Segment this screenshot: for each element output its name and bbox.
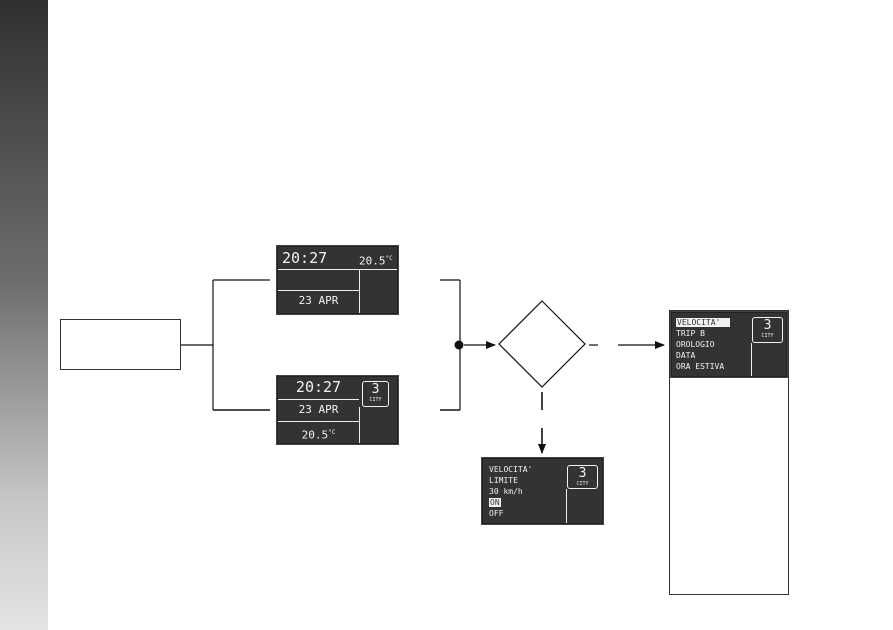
speed-limit-divider-vertical: [566, 489, 567, 523]
menu-item-data: DATA: [676, 351, 696, 360]
display-a-date: 23 APR: [298, 294, 339, 307]
display-b-divider-vertical: [359, 407, 360, 443]
display-b-divider-1: [278, 399, 359, 400]
display-a-divider-vertical: [359, 269, 360, 313]
menu-item-orologio: OROLOGIO: [676, 340, 715, 349]
display-a-clock-temp-date: 20:27 20.5°C 23 APR: [276, 245, 399, 315]
speed-limit-display: VELOCITA' LIMITE 30 km/h ON OFF 3 CITY: [481, 457, 604, 525]
display-a-clock: 20:27: [282, 249, 328, 267]
display-b-temperature: 20.5°C: [301, 428, 336, 442]
speed-limit-line-3: 30 km/h: [489, 487, 523, 496]
speed-limit-option-on: ON: [489, 498, 501, 507]
menu-item-trip-b: TRIP B: [676, 329, 705, 338]
speed-limit-gear-indicator: 3 CITY: [567, 465, 598, 489]
menu-display: VELOCITA' TRIP B OROLOGIO DATA ORA ESTIV…: [670, 311, 788, 378]
display-b-gear-indicator: 3 CITY: [362, 381, 389, 407]
menu-gear-indicator: 3 CITY: [752, 317, 783, 343]
display-a-temperature: 20.5°C: [359, 254, 393, 268]
decision-diamond: [498, 300, 586, 388]
speed-limit-line-1: VELOCITA': [489, 465, 533, 474]
display-b-date: 23 APR: [298, 403, 339, 416]
display-a-divider-top: [278, 269, 397, 270]
menu-item-velocita: VELOCITA': [676, 318, 731, 328]
side-gradient-bar: [0, 0, 48, 630]
menu-item-ora-estiva: ORA ESTIVA: [676, 362, 725, 371]
menu-divider-vertical: [751, 343, 752, 376]
display-b-clock-date-temp: 20:27 23 APR 20.5°C 3 CITY: [276, 375, 399, 445]
speed-limit-line-2: LIMITE: [489, 476, 518, 485]
start-box: [60, 319, 181, 370]
display-a-divider-bottom: [278, 290, 359, 291]
display-b-clock: 20:27: [295, 378, 342, 396]
display-b-divider-2: [278, 421, 359, 422]
junction-dot: [454, 340, 464, 350]
speed-limit-option-off: OFF: [489, 509, 504, 518]
